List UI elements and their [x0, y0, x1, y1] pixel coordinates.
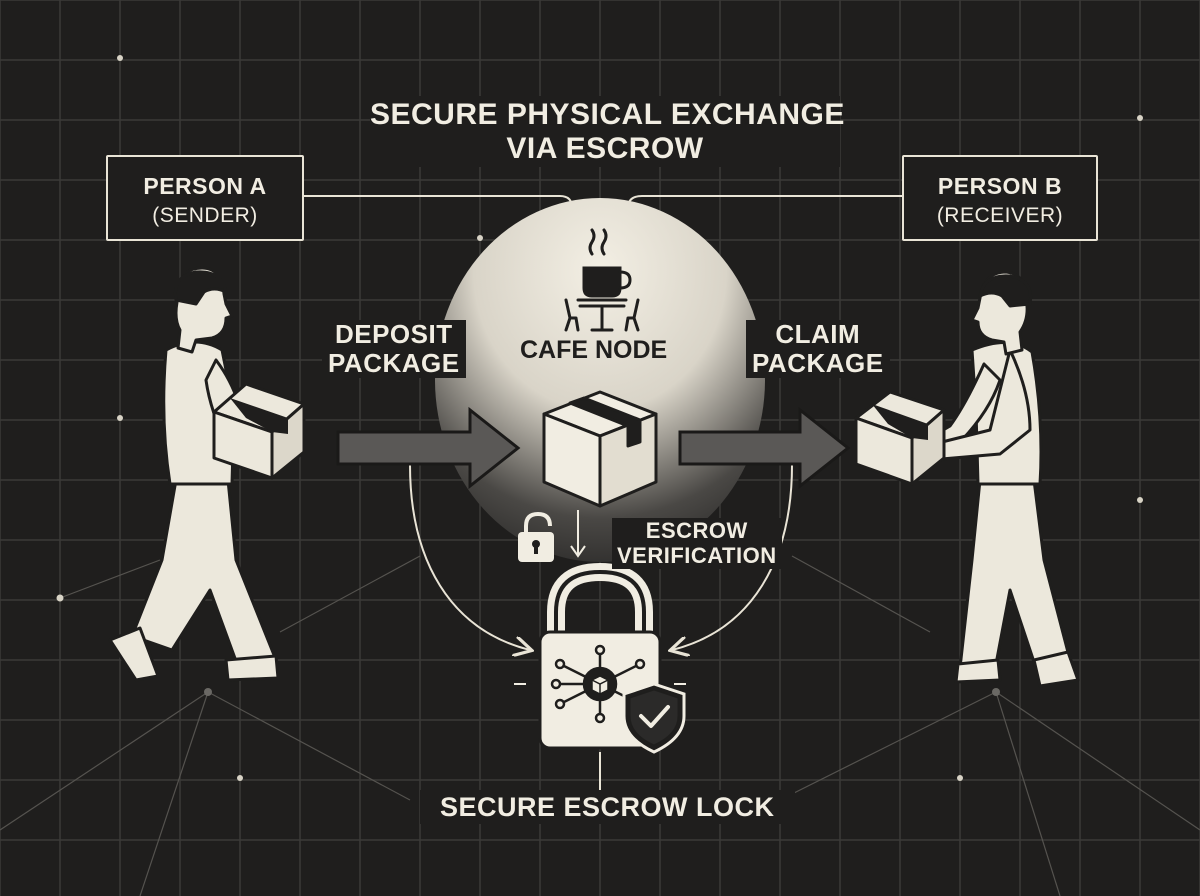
person-a-box: PERSON A (SENDER) — [106, 155, 304, 241]
person-b-figure — [854, 270, 1080, 688]
person-b-role: (RECEIVER) — [936, 204, 1064, 227]
package-box-icon — [542, 390, 658, 508]
person-b-name: PERSON B — [937, 173, 1063, 199]
blockchain-cube-icon — [550, 644, 646, 724]
shield-check-icon — [622, 682, 686, 754]
deposit-line-2: PACKAGE — [328, 348, 460, 379]
coffee-cup-icon — [576, 228, 632, 302]
person-a-figure — [108, 266, 306, 682]
escrow-verification-label: ESCROW VERIFICATION — [612, 518, 782, 570]
perspective-lines — [0, 555, 1200, 896]
person-a-role: (SENDER) — [152, 204, 258, 227]
verification-line-2: VERIFICATION — [617, 542, 777, 568]
deposit-line-1: DEPOSIT — [334, 319, 453, 349]
cafe-table-icon — [564, 298, 640, 332]
person-b-box: PERSON B (RECEIVER) — [902, 155, 1098, 241]
deposit-package-label: DEPOSIT PACKAGE — [322, 319, 466, 379]
padlock-small-icon — [518, 511, 554, 562]
cafe-node — [435, 198, 765, 562]
verification-line-1: ESCROW — [645, 518, 748, 543]
down-arrow-icon — [570, 510, 586, 558]
title-line-1: SECURE PHYSICAL EXCHANGE — [370, 98, 845, 131]
claim-arrow — [678, 406, 851, 490]
title-line-2: VIA ESCROW — [506, 131, 704, 165]
deposit-arrow — [336, 406, 521, 490]
person-a-name: PERSON A — [143, 173, 267, 199]
grid-dots — [56, 55, 1143, 781]
claim-package-label: CLAIM PACKAGE — [746, 319, 890, 379]
claim-line-1: CLAIM — [775, 319, 861, 349]
secure-escrow-lock-label: SECURE ESCROW LOCK — [420, 790, 795, 825]
claim-line-2: PACKAGE — [752, 348, 884, 379]
diagram-title: SECURE PHYSICAL EXCHANGE VIA ESCROW — [370, 96, 845, 168]
cafe-node-label: CAFE NODE — [520, 336, 668, 364]
